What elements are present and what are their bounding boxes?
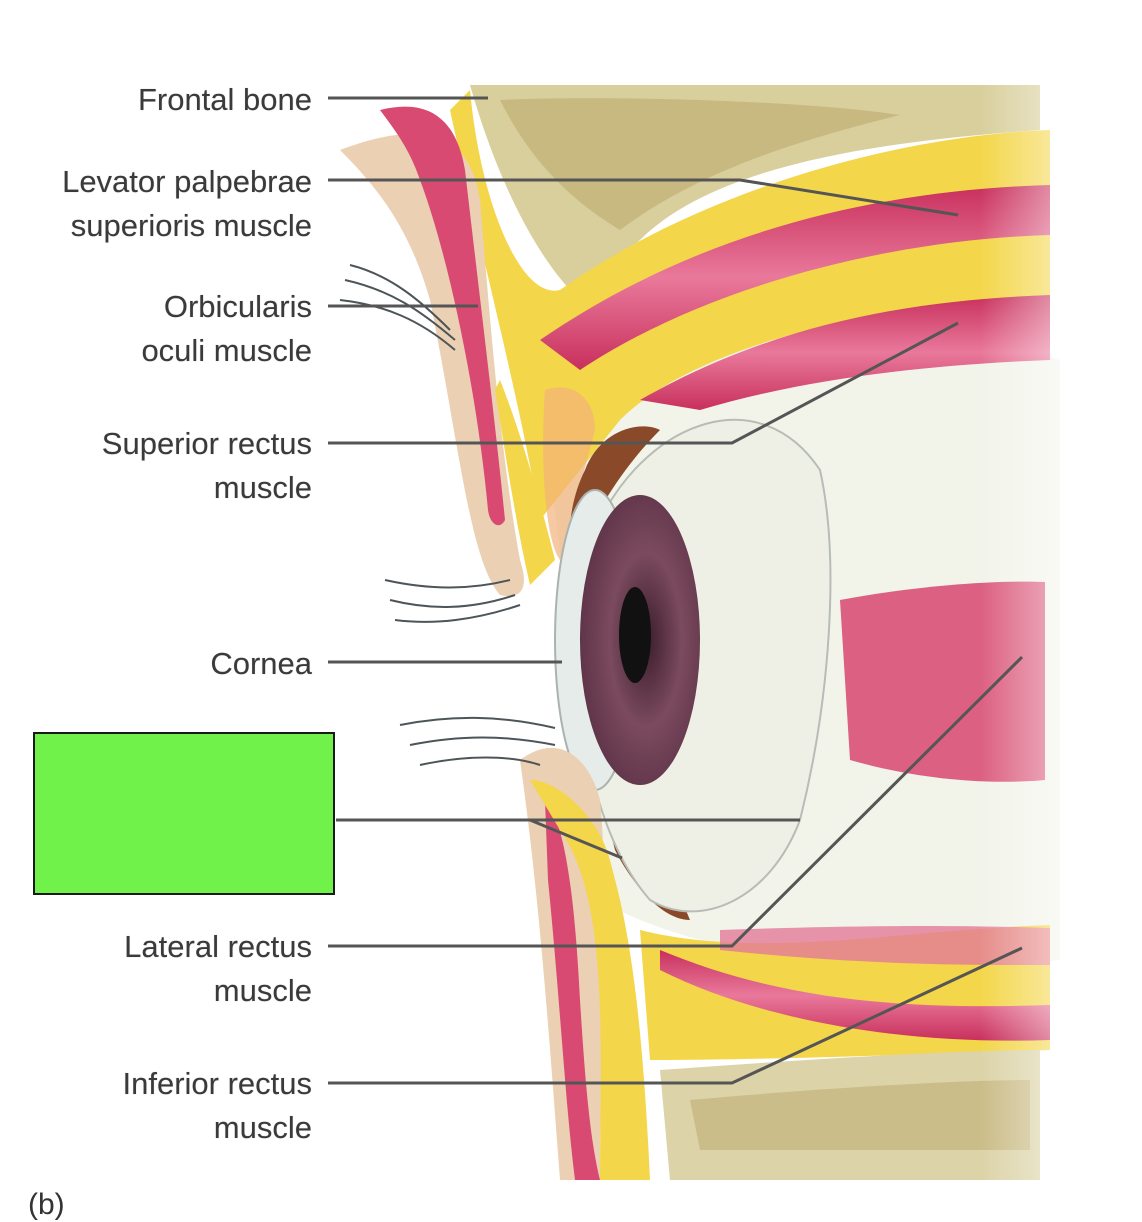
leader-inferior-rectus bbox=[328, 946, 1023, 1085]
eyeball bbox=[554, 418, 832, 913]
pupil bbox=[619, 587, 651, 683]
label-superior-rectus: Superior rectus muscle bbox=[101, 426, 312, 505]
superior-rectus-muscle-shape bbox=[640, 295, 1050, 410]
orbital-fat-upper bbox=[450, 90, 1050, 520]
inferior-rectus-muscle-shape bbox=[660, 925, 1050, 1041]
leader-levator-palpebrae bbox=[328, 178, 959, 217]
label-inferior-rectus: Inferior rectus muscle bbox=[122, 1066, 312, 1145]
upper-eyelashes bbox=[339, 264, 521, 623]
label-lateral-rectus: Lateral rectus muscle bbox=[124, 929, 312, 1008]
leader-lateral-rectus bbox=[328, 655, 1024, 948]
leader-answer-box-branch bbox=[529, 818, 623, 860]
label-orbicularis-oculi: Orbicularis oculi muscle bbox=[141, 289, 312, 368]
label-levator-palpebrae: Levator palpebrae superioris muscle bbox=[62, 164, 312, 243]
leader-lines bbox=[328, 96, 1024, 1085]
lower-eyelashes bbox=[399, 716, 556, 766]
frontal-bone-shape bbox=[470, 85, 1040, 295]
label-frontal-bone: Frontal bone bbox=[137, 82, 312, 117]
upper-eyelid bbox=[340, 106, 595, 597]
right-fade bbox=[980, 60, 1142, 1200]
leader-superior-rectus bbox=[328, 321, 959, 445]
label-cornea: Cornea bbox=[210, 646, 312, 681]
levator-palpebrae-muscle-shape bbox=[540, 185, 1050, 370]
figure-part-letter: (b) bbox=[28, 1188, 65, 1221]
maxilla-bone bbox=[660, 1050, 1040, 1180]
lower-eyelid bbox=[520, 747, 650, 1180]
answer-box[interactable] bbox=[33, 732, 335, 895]
